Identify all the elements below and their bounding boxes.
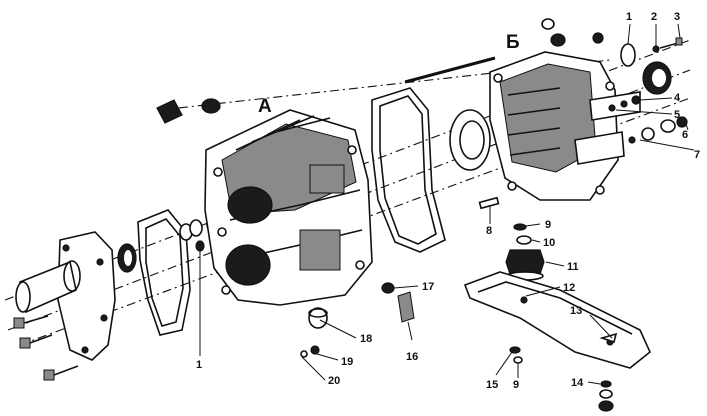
rear-cover-fasteners — [541, 18, 683, 95]
input-shaft-bearing-cover — [15, 231, 116, 361]
top-caps — [156, 98, 221, 124]
rear-side-parts — [608, 95, 688, 144]
callout-17: 17 — [422, 281, 434, 293]
cover-bolts — [13, 315, 79, 381]
speedometer-drive-parts — [381, 282, 419, 341]
crossmember-fasteners — [509, 332, 618, 412]
group-labels: А Б — [258, 32, 520, 117]
label-front-housing: А — [258, 96, 272, 117]
callout-5: 5 — [674, 109, 680, 121]
crossmember — [463, 271, 651, 369]
callout-20: 20 — [328, 375, 340, 387]
callout-12: 12 — [563, 282, 575, 294]
callout-4: 4 — [674, 92, 681, 104]
bearing-plate — [449, 109, 491, 171]
callout-7: 7 — [694, 149, 700, 161]
label-rear-housing: Б — [506, 32, 520, 53]
callout-9-bottom: 9 — [513, 379, 519, 391]
callout-16: 16 — [406, 351, 418, 363]
callout-1-top: 1 — [626, 11, 632, 23]
locating-pin — [478, 196, 500, 210]
callout-18: 18 — [360, 333, 372, 345]
drain-plug-parts — [300, 307, 357, 381]
front-housing-a — [204, 109, 373, 306]
callout-9-top: 9 — [545, 219, 551, 231]
callout-10: 10 — [543, 237, 555, 249]
seal-ring — [117, 243, 137, 273]
callout-3: 3 — [674, 11, 680, 23]
callout-1-bottom: 1 — [196, 359, 202, 371]
leader-lines — [199, 23, 695, 385]
front-gasket — [137, 209, 191, 336]
gearbox-mount — [505, 223, 545, 281]
callout-numbers: 1 2 3 4 5 6 7 8 9 10 11 12 13 14 15 9 16… — [196, 11, 700, 391]
callout-2: 2 — [651, 11, 657, 23]
callout-8: 8 — [486, 225, 492, 237]
callout-13: 13 — [570, 305, 582, 317]
callout-11: 11 — [567, 261, 579, 273]
shift-rod — [404, 56, 496, 84]
callout-15: 15 — [486, 379, 498, 391]
rear-housing-b — [489, 51, 641, 201]
callout-6: 6 — [682, 129, 688, 141]
middle-gasket — [371, 87, 446, 253]
callout-14: 14 — [571, 377, 584, 389]
callout-19: 19 — [341, 356, 353, 368]
